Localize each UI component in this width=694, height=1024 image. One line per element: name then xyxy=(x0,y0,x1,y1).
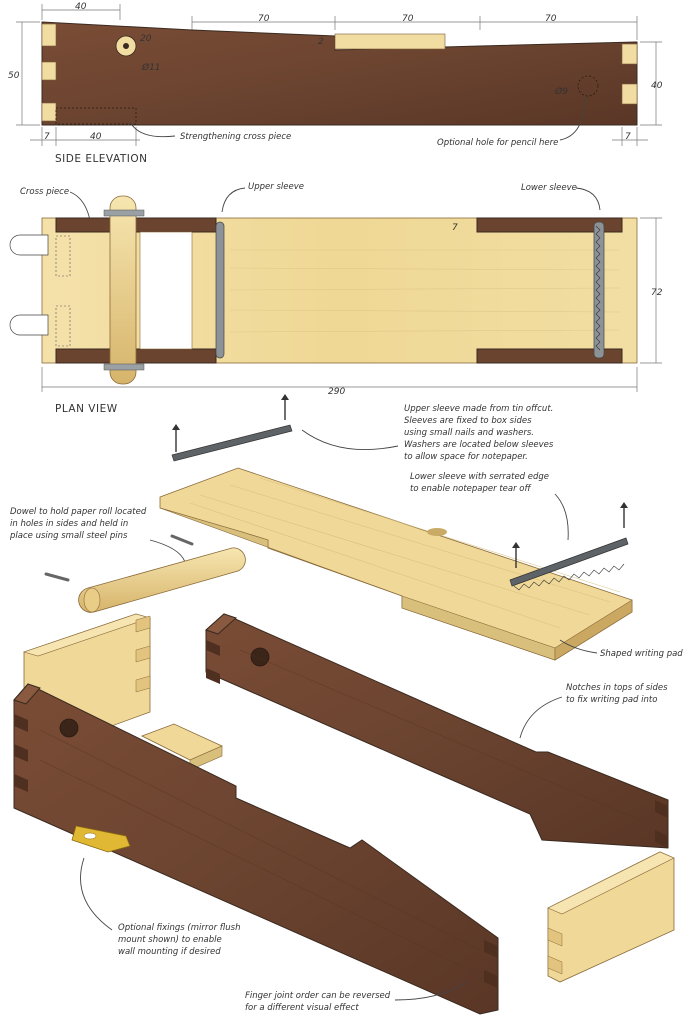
dim-seg-70-b: 70 xyxy=(402,14,414,24)
svg-text:to enable notepaper tear off: to enable notepaper tear off xyxy=(410,484,531,494)
svg-text:using small nails and washers.: using small nails and washers. xyxy=(404,428,534,438)
note-fixings: Optional fixings (mirror flush mount sho… xyxy=(118,923,240,957)
svg-text:in holes in sides and held in: in holes in sides and held in xyxy=(10,519,128,529)
svg-text:Sleeves are fixed to box sides: Sleeves are fixed to box sides xyxy=(404,416,532,426)
writing-pad xyxy=(159,467,633,661)
front-side-panel xyxy=(13,649,641,1015)
dim-hole-11: Ø11 xyxy=(141,62,161,73)
upper-tin-sleeve xyxy=(171,394,293,462)
dim-length-290: 290 xyxy=(328,387,345,397)
lower-tin-sleeve xyxy=(509,502,629,591)
svg-text:place using small steel pins: place using small steel pins xyxy=(9,531,128,541)
note-finger-joint: Finger joint order can be reversed for a… xyxy=(245,991,391,1013)
dim-bottom-40: 40 xyxy=(90,132,102,142)
plan-view: Cross piece Upper sleeve Lower sleeve xyxy=(9,182,663,415)
label-cross-piece: Cross piece xyxy=(20,187,69,197)
side-elevation: 40 70 70 70 20 Ø11 Ø9 2 50 xyxy=(8,2,663,165)
dim-width-72: 72 xyxy=(651,288,663,298)
brass-mirror-mount xyxy=(71,825,131,853)
dim-inner-7: 7 xyxy=(452,223,458,233)
svg-text:Finger joint order can be reve: Finger joint order can be reversed xyxy=(245,991,391,1001)
dim-bottom-7-right: 7 xyxy=(625,132,631,142)
svg-text:wall mounting if desired: wall mounting if desired xyxy=(118,947,221,957)
svg-text:mount shown) to enable: mount shown) to enable xyxy=(118,935,222,945)
label-lower-sleeve: Lower sleeve xyxy=(521,183,577,193)
back-side-panel xyxy=(205,613,669,849)
dim-top-40: 40 xyxy=(75,2,87,12)
svg-text:for a different visual effect: for a different visual effect xyxy=(245,1003,359,1013)
note-pencil-hole: Optional hole for pencil here xyxy=(437,138,558,148)
side-panel xyxy=(41,21,638,126)
pencil-hole xyxy=(577,75,599,97)
svg-text:to allow space for notepaper.: to allow space for notepaper. xyxy=(404,452,528,462)
right-end-piece xyxy=(547,851,675,983)
svg-text:Washers are located below slee: Washers are located below sleeves xyxy=(404,440,554,450)
dim-hole-20: 20 xyxy=(140,34,152,44)
note-lower-sleeve: Lower sleeve with serrated edge to enabl… xyxy=(410,472,549,494)
dim-height-40: 40 xyxy=(651,81,663,91)
mirror-mount-top xyxy=(9,234,49,256)
dim-notch-2: 2 xyxy=(318,37,324,47)
side-elevation-title: SIDE ELEVATION xyxy=(55,153,147,165)
svg-text:Dowel to hold paper roll locat: Dowel to hold paper roll located xyxy=(10,507,147,517)
exploded-view: Upper sleeve made from tin offcut. Sleev… xyxy=(9,394,683,1015)
mirror-mount-bottom xyxy=(9,314,49,336)
svg-text:Optional fixings (mirror flush: Optional fixings (mirror flush xyxy=(118,923,240,933)
label-upper-sleeve: Upper sleeve xyxy=(248,182,304,192)
svg-text:Upper sleeve made from tin off: Upper sleeve made from tin offcut. xyxy=(404,404,553,414)
dim-seg-70-c: 70 xyxy=(545,14,557,24)
dim-seg-70-a: 70 xyxy=(258,14,270,24)
note-notches: Notches in tops of sides to fix writing … xyxy=(566,683,668,705)
note-strengthening-cross-piece: Strengthening cross piece xyxy=(180,132,291,142)
svg-text:Lower sleeve with serrated edg: Lower sleeve with serrated edge xyxy=(410,472,549,482)
plan-dowel xyxy=(109,195,137,385)
note-dowel: Dowel to hold paper roll located in hole… xyxy=(9,507,147,541)
hidden-cross-piece xyxy=(55,107,137,125)
dim-hole-9: Ø9 xyxy=(554,86,568,97)
plan-view-title: PLAN VIEW xyxy=(55,403,118,415)
plan-upper-sleeve xyxy=(215,221,225,359)
note-upper-sleeve: Upper sleeve made from tin offcut. Sleev… xyxy=(404,404,554,462)
dim-height-50: 50 xyxy=(8,71,20,81)
dim-bottom-7-left: 7 xyxy=(44,132,50,142)
note-writing-pad: Shaped writing pad xyxy=(600,649,683,659)
plan-lower-sleeve xyxy=(593,221,605,359)
svg-text:to fix writing pad into: to fix writing pad into xyxy=(566,695,657,705)
notch-insert xyxy=(334,33,446,50)
svg-text:Notches in tops of sides: Notches in tops of sides xyxy=(566,683,668,693)
exploded-dowel xyxy=(44,534,246,613)
